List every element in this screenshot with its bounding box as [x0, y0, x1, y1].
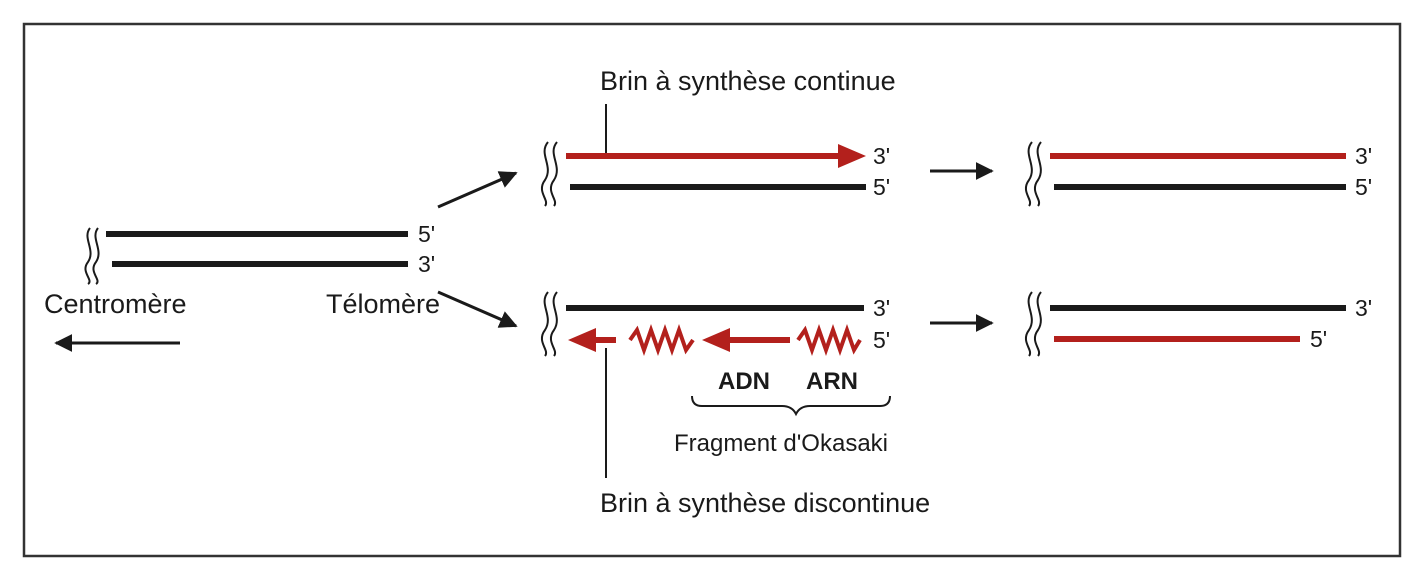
lagging-strand-label: Brin à synthèse discontinue	[600, 488, 930, 518]
okazaki-dna-arrowhead	[702, 328, 730, 352]
lagging-new-end-label: 5'	[873, 327, 890, 353]
break-mark-icon	[540, 141, 558, 207]
lagging-result: 3' 5'	[1024, 291, 1372, 357]
break-mark-icon	[1024, 291, 1042, 357]
parental-bottom-end-label: 3'	[418, 251, 435, 277]
break-mark-icon	[1024, 141, 1042, 207]
lagging-template-end-label: 3'	[873, 295, 890, 321]
lagging-strand-group: 3' 5' Brin à synthèse discontinue ADN AR…	[540, 291, 930, 518]
telomere-label: Télomère	[326, 289, 440, 319]
fork-arrow-up	[437, 171, 518, 209]
lagging-result-bottom-end-label: 5'	[1310, 326, 1327, 352]
fork-arrow-down	[437, 290, 518, 328]
leading-strand-label: Brin à synthèse continue	[600, 66, 896, 96]
centromere-label: Centromère	[44, 289, 187, 319]
leading-result: 3' 5'	[1024, 141, 1372, 207]
parental-top-end-label: 5'	[418, 221, 435, 247]
okazaki-brace	[691, 395, 891, 417]
leading-arrowhead	[838, 144, 866, 168]
rna-label: ARN	[806, 368, 858, 395]
okazaki-fragment-label: Fragment d'Okasaki	[674, 430, 888, 457]
diagram-frame	[22, 22, 1402, 558]
break-mark-icon	[84, 227, 100, 285]
dna-label: ADN	[718, 368, 770, 395]
rna-primer-zigzag	[628, 323, 695, 357]
leading-strand-group: Brin à synthèse continue 3' 5'	[540, 66, 896, 207]
leading-result-bottom-end-label: 5'	[1355, 174, 1372, 200]
leading-result-top-end-label: 3'	[1355, 143, 1372, 169]
leading-new-end-label: 3'	[873, 143, 890, 169]
rna-primer-zigzag	[796, 323, 862, 357]
leading-template-end-label: 5'	[873, 174, 890, 200]
parental-dna: 5' 3' Centromère Télomère	[44, 221, 440, 352]
lagging-result-top-end-label: 3'	[1355, 295, 1372, 321]
break-mark-icon	[540, 291, 558, 357]
okazaki-dna-arrowhead	[568, 328, 596, 352]
